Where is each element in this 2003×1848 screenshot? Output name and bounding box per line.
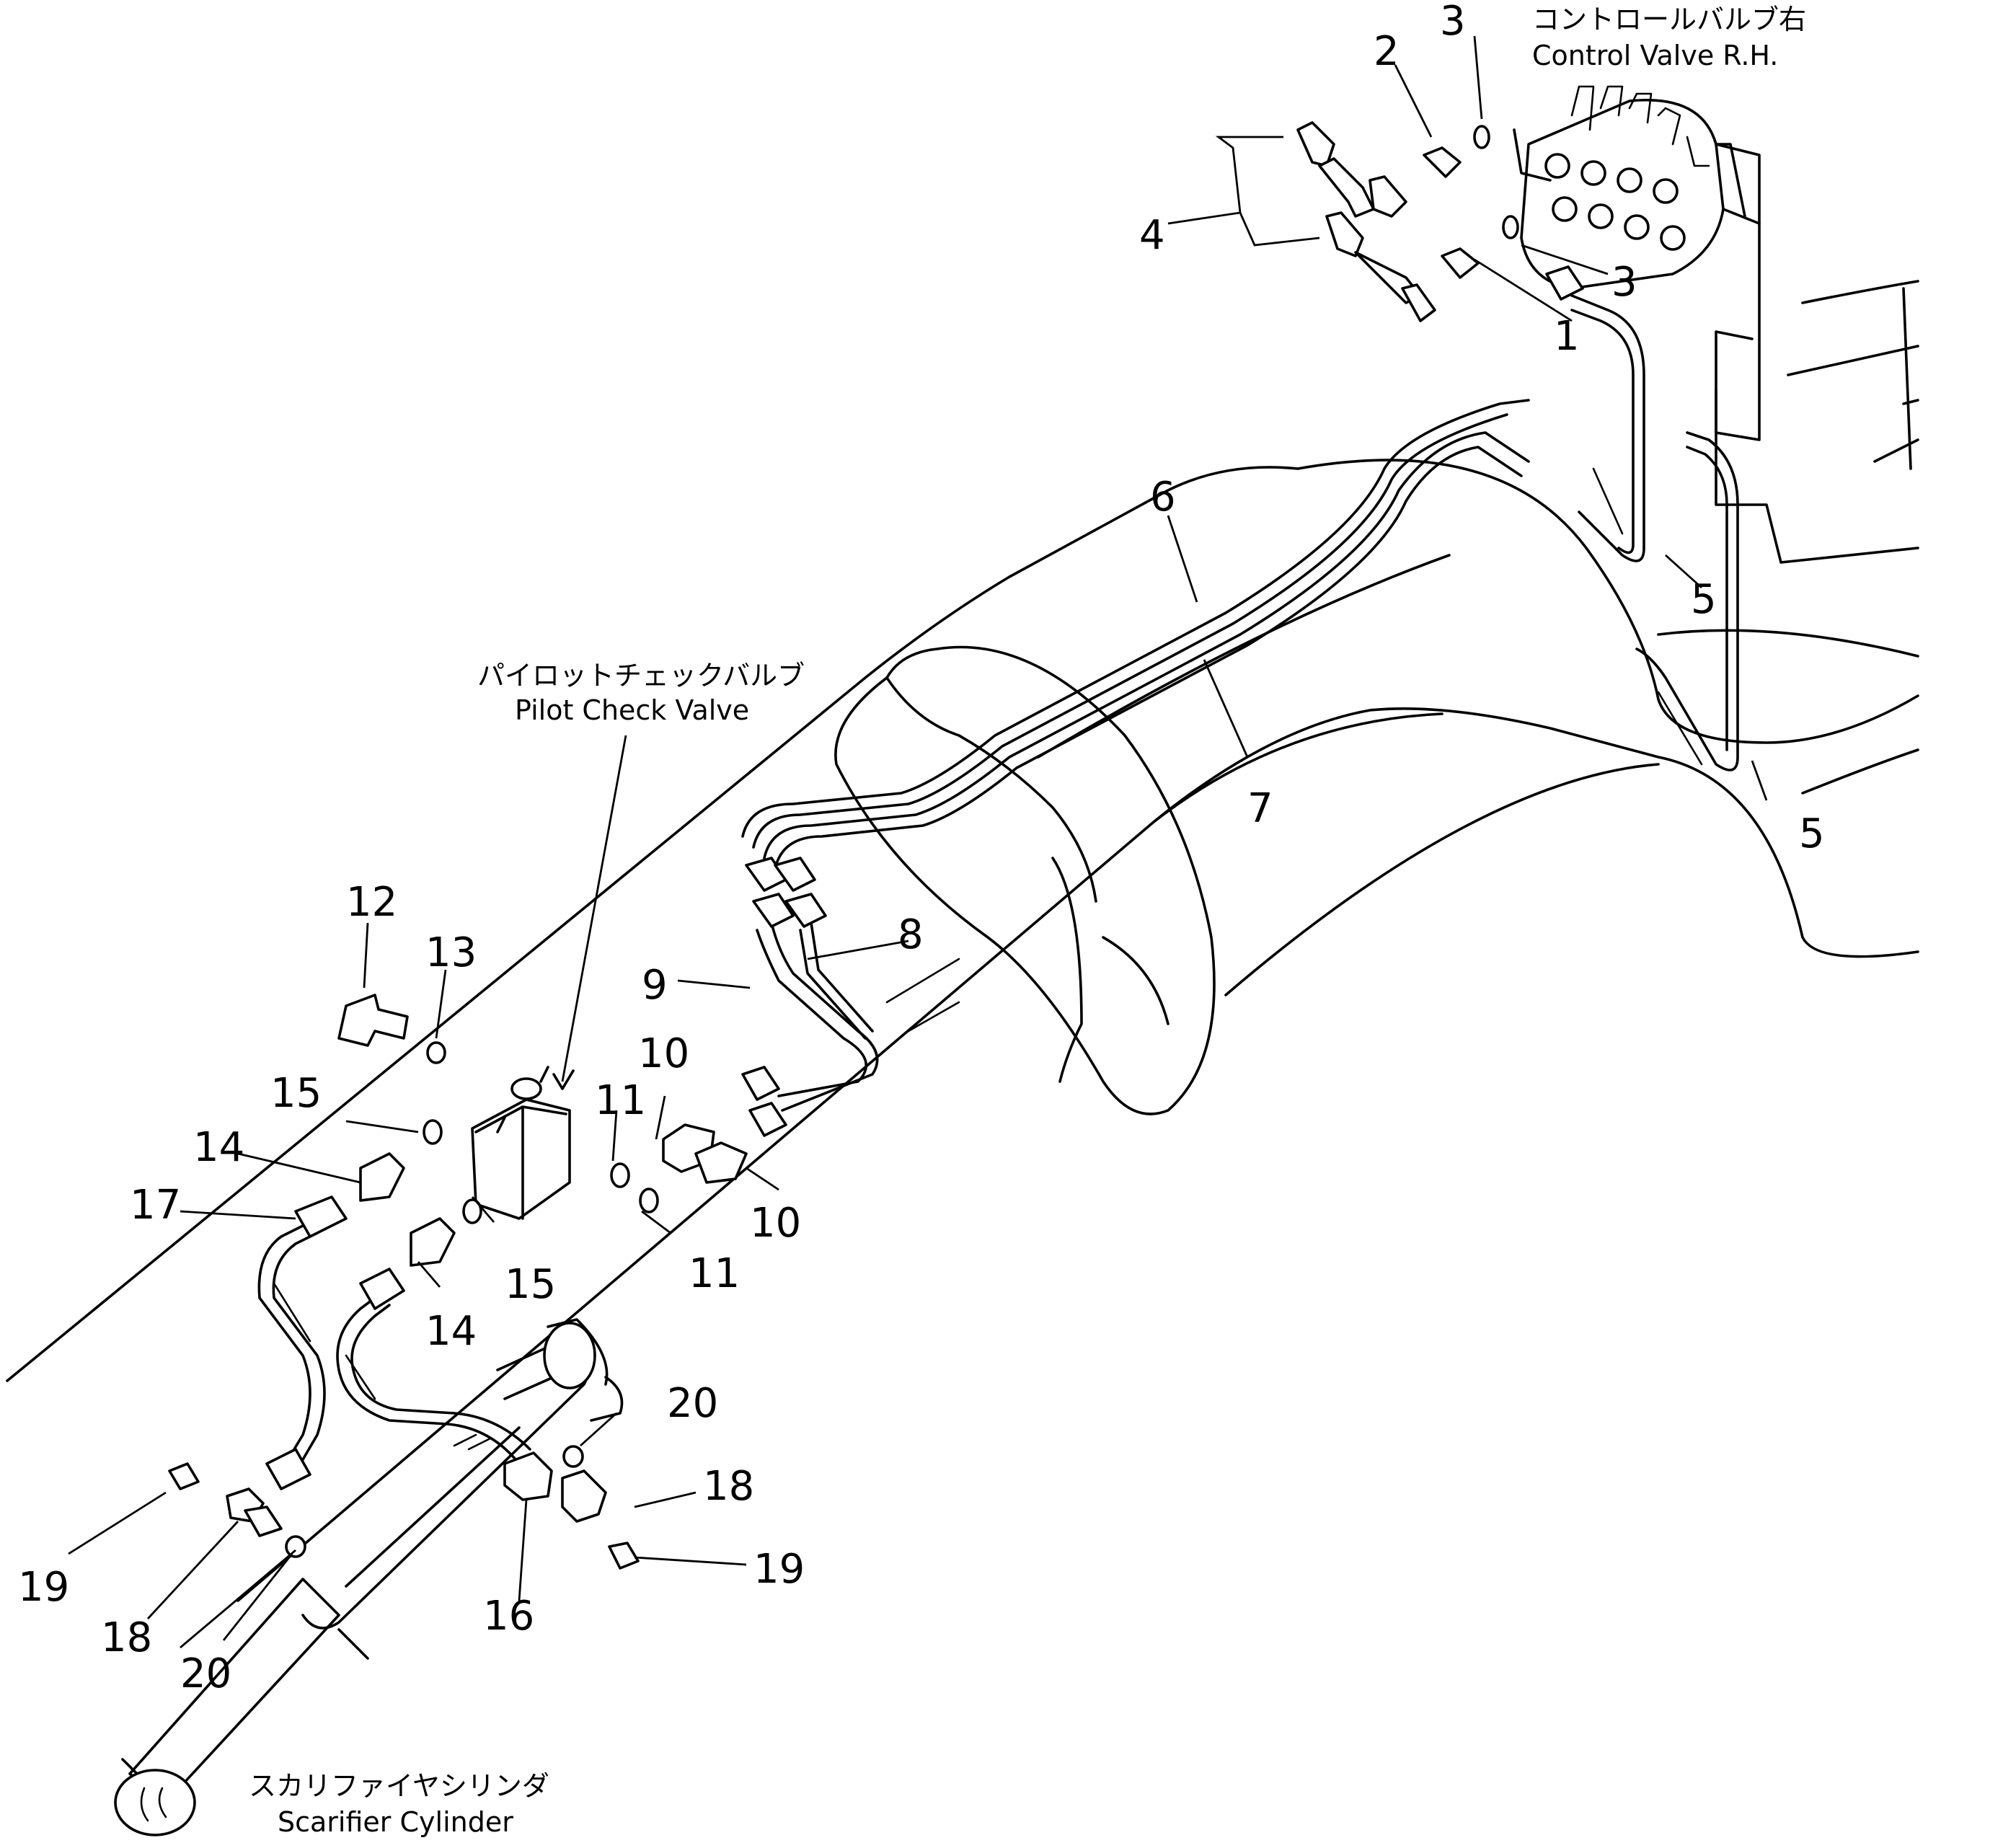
part-number-18: 18 <box>101 1614 152 1661</box>
pilot-check-valve-callout: パイロットチェックバルブ Pilot Check Valve <box>477 660 805 1090</box>
part-number-3: 3 <box>1611 259 1637 306</box>
control-valve-label-ja: コントロールバルブ右 <box>1532 4 1806 35</box>
hoses-5 <box>1570 294 1739 772</box>
part-number-4: 4 <box>1139 212 1165 259</box>
control-valve-rh <box>1513 85 1761 441</box>
part-number-13: 13 <box>425 929 477 976</box>
part-number-14: 14 <box>425 1308 477 1355</box>
part-number-15: 15 <box>270 1070 322 1117</box>
control-valve-label-en: Control Valve R.H. <box>1532 40 1778 71</box>
part-number-3: 3 <box>1440 0 1466 45</box>
part-number-15: 15 <box>505 1261 556 1308</box>
part-number-1: 1 <box>1554 313 1580 360</box>
part-number-2: 2 <box>1374 28 1400 75</box>
scarifier-cylinder-label-ja: スカリファイヤシリンダ <box>249 1770 549 1802</box>
part-number-5: 5 <box>1799 810 1825 857</box>
frame-flange <box>834 645 1216 1115</box>
part-number-10: 10 <box>638 1030 689 1077</box>
part-number-8: 8 <box>898 911 924 958</box>
pilot-check-valve <box>337 994 659 1224</box>
part-number-5: 5 <box>1691 576 1717 623</box>
pilot-check-valve-label-en: Pilot Check Valve <box>515 694 749 726</box>
part-number-6: 6 <box>1150 474 1176 521</box>
part-number-11: 11 <box>689 1250 740 1297</box>
part-number-17: 17 <box>130 1182 181 1229</box>
part-number-7: 7 <box>1247 785 1273 832</box>
part-number-11: 11 <box>595 1077 646 1124</box>
tubes-6-7 <box>741 399 1530 870</box>
part-number-9: 9 <box>642 962 668 1009</box>
valve-fittings <box>1296 121 1584 322</box>
leader-lines <box>68 35 1768 1649</box>
hoses-17 <box>257 1195 531 1490</box>
part-number-10: 10 <box>750 1200 801 1247</box>
tubes-8-9 <box>756 921 879 1112</box>
part-number-19: 19 <box>18 1564 69 1611</box>
part-number-20: 20 <box>667 1380 718 1427</box>
part-number-12: 12 <box>346 879 397 926</box>
cylinder-fittings <box>168 1445 640 1570</box>
scarifier-cylinder <box>114 1318 624 1836</box>
part-number-20: 20 <box>180 1650 231 1697</box>
part-number-16: 16 <box>483 1593 534 1640</box>
part-number-18: 18 <box>703 1463 754 1510</box>
part-numbers: 3 2 4 3 1 5 5 6 7 8 9 10 10 11 11 12 13 … <box>18 0 1825 1697</box>
part-number-19: 19 <box>753 1546 805 1593</box>
part-number-14: 14 <box>193 1124 244 1171</box>
scarifier-cylinder-label-en: Scarifier Cylinder <box>278 1806 513 1838</box>
main-frame <box>6 280 1919 1602</box>
pilot-check-valve-label-ja: パイロットチェックバルブ <box>477 660 805 691</box>
connectors <box>359 857 827 1267</box>
control-valve-callout: コントロールバルブ右 Control Valve R.H. <box>1532 4 1806 71</box>
scarifier-cylinder-callout: スカリファイヤシリンダ Scarifier Cylinder <box>249 1770 549 1838</box>
